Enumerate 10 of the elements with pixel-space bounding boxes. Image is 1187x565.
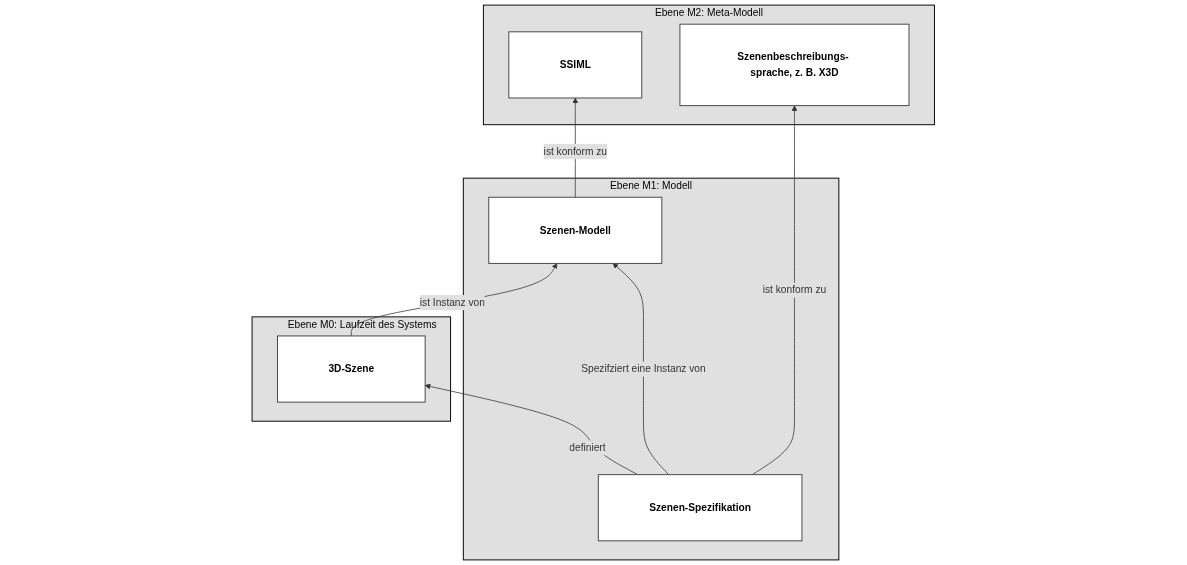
node-box: Szenen-Spezifikation xyxy=(598,474,803,542)
edge-label: definiert xyxy=(569,442,606,454)
node-box: Szenenbeschreibungs- sprache, z. B. X3D xyxy=(679,23,910,107)
edge-label: ist konform zu xyxy=(543,145,608,157)
edge-label: ist konform zu xyxy=(763,284,827,296)
edge-label: ist Instanz von xyxy=(420,296,486,308)
node-box: 3D-Szene xyxy=(277,335,426,403)
node-box: SSIML xyxy=(508,31,643,99)
node-box: Szenen-Modell xyxy=(488,196,663,264)
edge-label: Spezifziert eine Instanz von xyxy=(581,363,706,375)
